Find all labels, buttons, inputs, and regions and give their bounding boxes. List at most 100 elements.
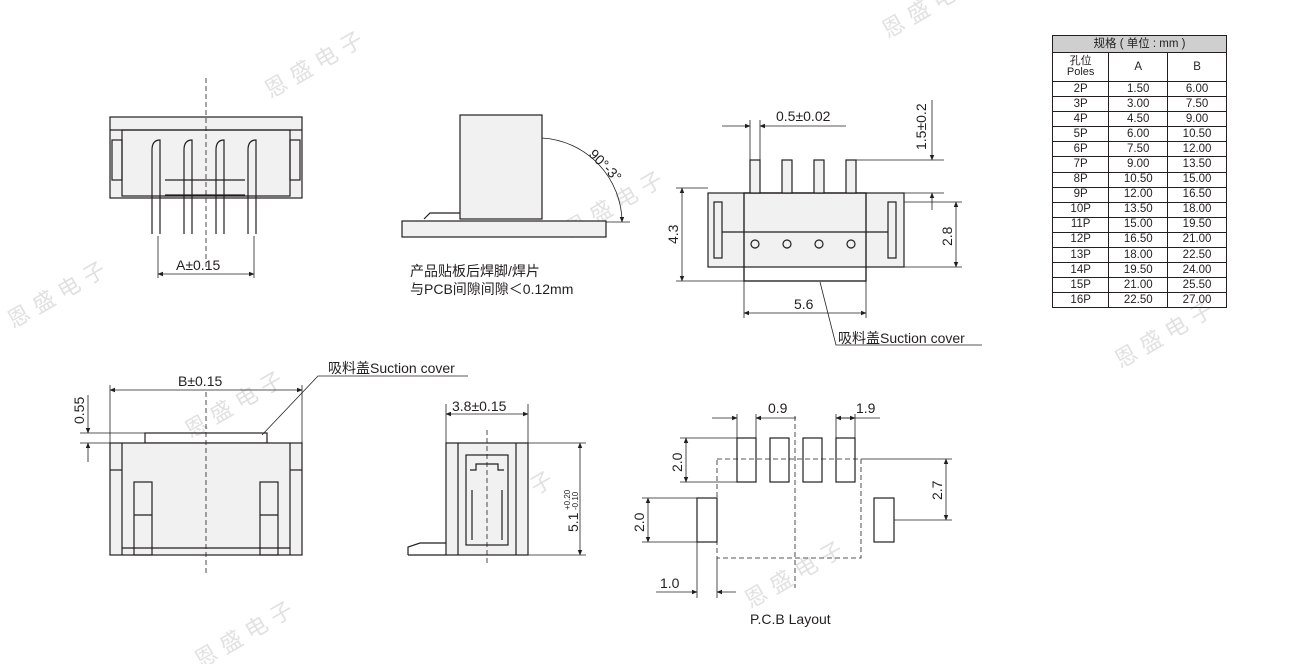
svg-text:恩 盛 电 子: 恩 盛 电 子 <box>4 258 111 334</box>
spec-cell-poles: 3P <box>1051 96 1110 113</box>
spec-cell-a: 10.50 <box>1108 171 1169 188</box>
spec-cell-a: 15.00 <box>1108 216 1169 233</box>
spec-cell-b: 10.50 <box>1167 126 1227 143</box>
suction-cover-left-label: 吸料盖Suction cover <box>328 360 455 376</box>
pcb-09-label: 0.9 <box>768 400 788 416</box>
dim-055-label: 0.55 <box>71 397 87 424</box>
height-43-label: 4.3 <box>665 224 681 244</box>
width-56-label: 5.6 <box>794 296 814 312</box>
spec-cell-b: 24.00 <box>1167 262 1227 279</box>
spec-cell-b: 9.00 <box>1167 111 1227 128</box>
spec-col-a: A <box>1108 52 1169 82</box>
spec-cell-a: 13.50 <box>1108 201 1169 218</box>
note-line2: 与PCB间隙间隙＜0.12mm <box>410 281 573 297</box>
top-view-pins <box>749 159 857 249</box>
note-line1: 产品贴板后焊脚/焊片 <box>410 263 540 279</box>
pcb-20-top-label: 2.0 <box>669 452 685 472</box>
spec-cell-poles: 7P <box>1051 156 1110 173</box>
pcb-10-label: 1.0 <box>660 575 680 591</box>
svg-text:恩 盛 电 子: 恩 盛 电 子 <box>878 0 985 44</box>
spec-col-b: B <box>1167 52 1227 82</box>
spec-cell-poles: 6P <box>1051 141 1110 158</box>
spec-cell-a: 18.00 <box>1108 247 1169 264</box>
height-51-tol-up: +0.20 <box>563 489 572 510</box>
spec-cell-a: 4.50 <box>1108 111 1169 128</box>
spec-cell-b: 27.00 <box>1167 292 1227 309</box>
height-51-tol-down: -0.10 <box>571 491 580 510</box>
svg-text:恩 盛 电 子: 恩 盛 电 子 <box>191 598 298 664</box>
svg-text:恩 盛 电 子: 恩 盛 电 子 <box>741 538 848 614</box>
depth-dim-label: 3.8±0.15 <box>452 398 507 414</box>
svg-text:恩 盛 电 子: 恩 盛 电 子 <box>1111 298 1218 374</box>
svg-text:恩 盛 电 子: 恩 盛 电 子 <box>261 28 368 104</box>
width-28-label: 2.8 <box>939 226 955 246</box>
spec-cell-poles: 2P <box>1051 80 1110 98</box>
spec-cell-a: 21.00 <box>1108 277 1169 294</box>
spec-cell-poles: 14P <box>1051 262 1110 279</box>
spec-cell-poles: 11P <box>1051 216 1110 233</box>
spec-cell-poles: 5P <box>1051 126 1110 143</box>
rear-view: B±0.15 0.55 吸料盖Suction cover <box>71 360 468 574</box>
top-view: 0.5±0.02 1.5±0.2 4.3 2.8 5.6 吸料盖Suction … <box>665 100 982 346</box>
pcb-layout: 0.9 1.9 2.0 2.7 2.0 1.0 P.C.B Layout <box>631 400 952 627</box>
spec-col-poles-en: Poles <box>1066 66 1095 78</box>
spec-cell-poles: 12P <box>1051 231 1110 249</box>
pitch-dim-label: 0.5±0.02 <box>776 108 831 124</box>
pcb-pads <box>696 437 895 543</box>
dim-a-label: A±0.15 <box>176 257 220 273</box>
spec-cell-b: 16.50 <box>1167 186 1227 203</box>
spec-cell-a: 22.50 <box>1108 292 1169 309</box>
spec-cell-b: 18.00 <box>1167 201 1227 218</box>
spec-cell-a: 7.50 <box>1108 141 1169 158</box>
dim-b-label: B±0.15 <box>178 373 222 389</box>
height-51-label: 5.1 <box>565 512 581 532</box>
front-view: A±0.15 <box>109 78 303 278</box>
spec-cell-a: 16.50 <box>1108 231 1169 249</box>
spec-cell-poles: 4P <box>1051 111 1110 128</box>
spec-cell-b: 21.00 <box>1167 231 1227 249</box>
spec-cell-a: 6.00 <box>1108 126 1169 143</box>
spec-cell-b: 25.50 <box>1167 277 1227 294</box>
spec-cell-a: 19.50 <box>1108 262 1169 279</box>
lead-dim-label: 1.5±0.2 <box>913 103 929 150</box>
spec-cell-poles: 15P <box>1051 277 1110 294</box>
spec-cell-b: 7.50 <box>1167 96 1227 113</box>
spec-cell-a: 9.00 <box>1108 156 1169 173</box>
spec-col-poles-cn: 孔位 <box>1069 55 1092 67</box>
pcb-19-label: 1.9 <box>856 400 876 416</box>
spec-cell-b: 15.00 <box>1167 171 1227 188</box>
spec-cell-b: 13.50 <box>1167 156 1227 173</box>
watermark: 恩 盛 电 子 恩 盛 电 子 恩 盛 电 子 恩 盛 电 子 恩 盛 电 子 … <box>4 0 1218 664</box>
front-view-pins <box>151 139 257 234</box>
spec-cell-a: 1.50 <box>1108 80 1169 98</box>
spec-cell-poles: 16P <box>1051 292 1110 309</box>
spec-cell-b: 19.50 <box>1167 216 1227 233</box>
pcb-27-label: 2.7 <box>929 480 945 500</box>
spec-cell-poles: 10P <box>1051 201 1110 218</box>
spec-cell-a: 3.00 <box>1108 96 1169 113</box>
spec-table-title: 规格 ( 单位 : mm ) <box>1052 35 1227 53</box>
pcb-layout-caption: P.C.B Layout <box>750 611 831 627</box>
angle-label: 90°-3° <box>586 146 625 185</box>
spec-cell-poles: 9P <box>1051 186 1110 203</box>
spec-cell-b: 22.50 <box>1167 247 1227 264</box>
spec-cell-b: 12.00 <box>1167 141 1227 158</box>
suction-cover-right-label: 吸料盖Suction cover <box>838 330 965 346</box>
spec-col-poles: 孔位 Poles <box>1051 52 1110 82</box>
